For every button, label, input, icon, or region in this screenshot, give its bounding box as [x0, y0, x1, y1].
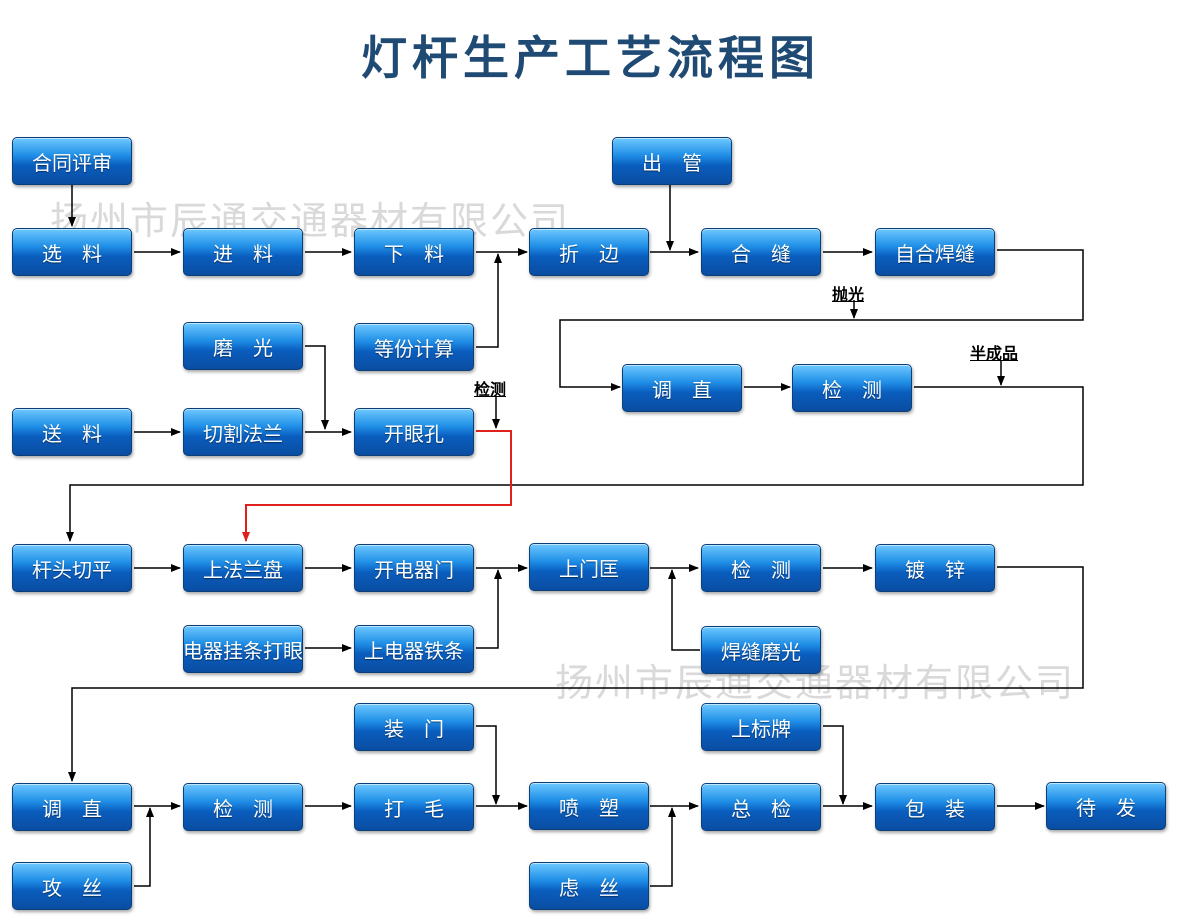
arrow-door-install-to-merge: [476, 725, 500, 805]
step-straighten-2: 调 直: [12, 783, 132, 831]
arrow-plate-to-merge: [823, 725, 847, 805]
step-select-material: 选 料: [12, 228, 132, 276]
step-pack: 包 装: [875, 783, 995, 831]
label-semi-product: 半成品: [970, 344, 1019, 363]
page-title: 灯杆生产工艺流程图: [361, 31, 820, 85]
arrow-tap-to-merge: [134, 807, 154, 887]
step-open-hole: 开眼孔: [354, 408, 474, 456]
step-install-door: 装 门: [354, 703, 474, 751]
step-chu-guan: 出 管: [612, 137, 732, 185]
step-spray: 喷 塑: [529, 782, 649, 830]
step-bar-drill: 电器挂条打眼: [183, 625, 303, 673]
watermark: 扬州市辰通交通器材有限公司: [50, 199, 571, 243]
step-cut-material: 下 料: [354, 228, 474, 276]
step-mount-plate: 上标牌: [701, 703, 821, 751]
arrow-weld-to-straighten: [559, 249, 1084, 391]
arrow-weldpolish-to-merge: [668, 569, 700, 651]
step-mount-bar: 上电器铁条: [354, 625, 474, 673]
step-inspect-1: 检 测: [792, 364, 912, 412]
step-inspect-3: 检 测: [183, 783, 303, 831]
step-cut-flange: 切割法兰: [183, 408, 303, 456]
step-seam-close: 合 缝: [701, 228, 821, 276]
step-door-frame: 上门匡: [529, 543, 649, 591]
arrow-inspect-to-cuthead: [66, 386, 1084, 542]
label-inspect: 检测: [474, 380, 507, 399]
step-straighten-1: 调 直: [622, 364, 742, 412]
step-send-material: 送 料: [12, 408, 132, 456]
step-equal-calc: 等份计算: [354, 323, 474, 371]
step-mount-flange: 上法兰盘: [183, 544, 303, 592]
step-fold-edge: 折 边: [529, 228, 649, 276]
arrow-calc-to-merge: [476, 253, 502, 348]
arrow-polish-to-merge: [305, 345, 329, 430]
step-final-check: 总 检: [701, 783, 821, 831]
label-polish: 抛光: [832, 285, 865, 304]
arrow-bar-to-merge: [476, 569, 502, 649]
step-open-electric-door: 开电器门: [354, 544, 474, 592]
step-weld-polish: 焊缝磨光: [701, 626, 821, 674]
arrow-filter-to-merge: [650, 807, 676, 887]
step-galvanize: 镀 锌: [875, 544, 995, 592]
step-auto-seam-weld: 自合焊缝: [875, 228, 995, 276]
step-roughen: 打 毛: [354, 783, 474, 831]
step-cut-pole-head: 杆头切平: [12, 544, 132, 592]
step-feed-material: 进 料: [183, 228, 303, 276]
step-await-ship: 待 发: [1046, 782, 1166, 830]
step-contract-review: 合同评审: [12, 137, 132, 185]
arrow-galvanize-to-straighten: [68, 566, 1084, 782]
step-polish: 磨 光: [183, 322, 303, 370]
arrow-hole-to-flange-red: [242, 430, 512, 542]
step-inspect-2: 检 测: [701, 544, 821, 592]
step-filter-thread: 虑 丝: [529, 862, 649, 910]
step-tap-thread: 攻 丝: [12, 862, 132, 910]
